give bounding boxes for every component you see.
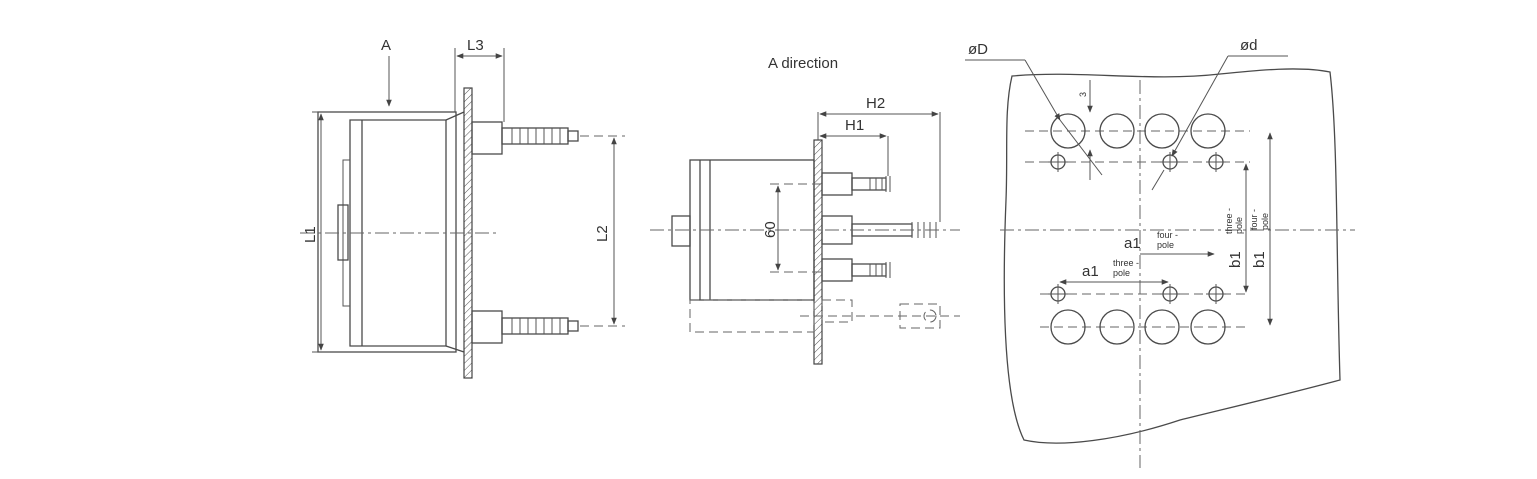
upper-small-holes [1048, 152, 1226, 172]
lower-terminal-housing [471, 310, 503, 344]
label-phi-d-small: ød [1240, 37, 1258, 54]
label-b1-four: b1 [1251, 251, 1268, 268]
lower-small-holes [1048, 284, 1226, 304]
leader-phi-d-small [1171, 55, 1229, 157]
label-four-pole-1: four - [1157, 230, 1178, 240]
view2-panel [813, 139, 823, 365]
switch-body [317, 111, 457, 353]
label-l3: L3 [467, 37, 484, 54]
label-l2: L2 [594, 225, 611, 242]
label-a-direction: A direction [768, 55, 838, 72]
a-direction-view: A direction H1 [650, 55, 960, 365]
label-phi-d-large: øD [968, 41, 988, 58]
label-three-pole-1: three - [1113, 258, 1139, 268]
label-b1-three: b1 [1227, 251, 1244, 268]
panel-cutout-view: øD ød 3 a1 four - pole a1 three - pole b… [965, 37, 1355, 468]
label-a: A [381, 37, 391, 54]
label-four-pole-2: pole [1157, 240, 1174, 250]
side-view: A L3 L1 L2 [300, 37, 625, 379]
leader-phi-d-large [1024, 59, 1061, 121]
label-a1-four: a1 [1124, 235, 1141, 252]
label-a1-three: a1 [1082, 263, 1099, 280]
label-l1: L1 [302, 226, 319, 243]
label-h1: H1 [845, 117, 864, 134]
upper-large-holes [1050, 113, 1226, 149]
label-three-pole-v1: three - [1224, 208, 1234, 234]
label-three-pole-2: pole [1113, 268, 1130, 278]
upper-terminal-housing [471, 121, 503, 155]
panel-outline [1003, 68, 1341, 444]
label-h2: H2 [866, 95, 885, 112]
lower-large-holes [1050, 309, 1226, 345]
label-four-pole-v2: pole [1260, 213, 1270, 230]
label-three-pole-v2: pole [1234, 217, 1244, 234]
label-60: 60 [762, 221, 779, 238]
label-four-pole-v1: four - [1249, 209, 1259, 230]
label-dim-3: 3 [1078, 92, 1088, 97]
view2-knob [671, 215, 691, 247]
